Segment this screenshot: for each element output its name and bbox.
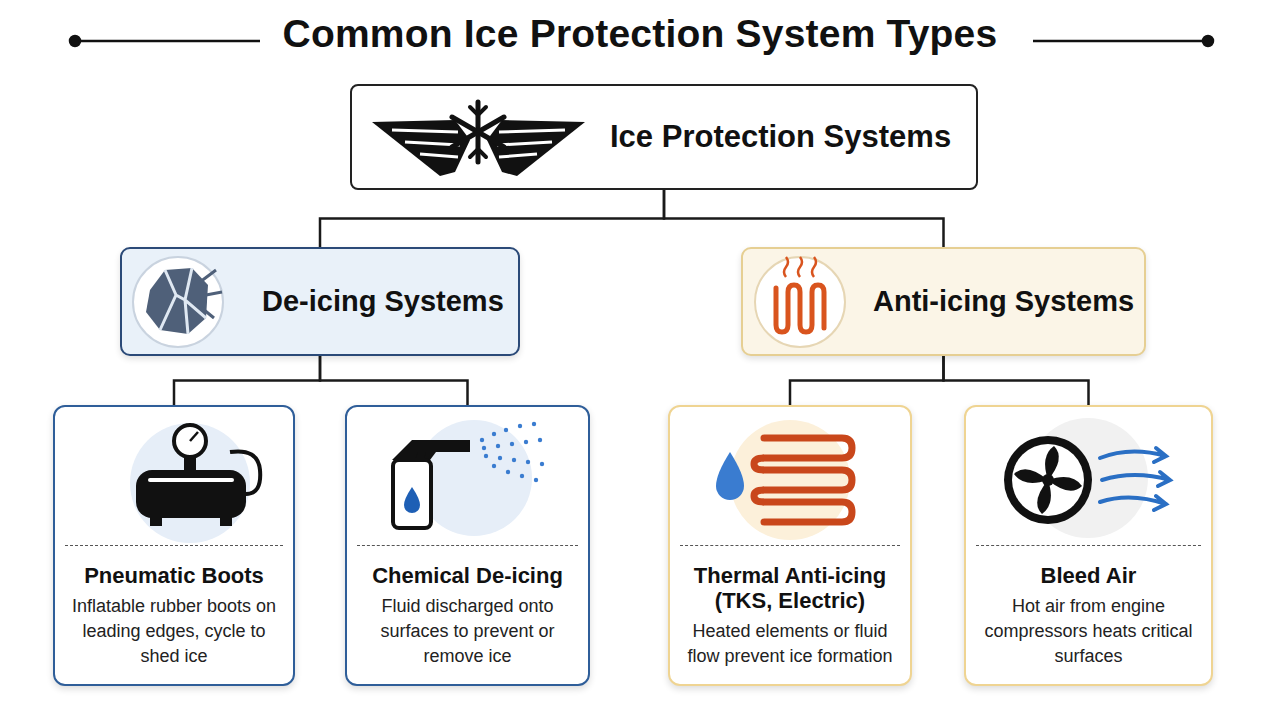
tree-connector bbox=[944, 356, 1089, 405]
category-box: De-icing Systems bbox=[120, 247, 520, 356]
card-heading: Bleed Air bbox=[976, 563, 1201, 588]
system-card: Chemical De-icingFluid discharged onto s… bbox=[345, 405, 590, 686]
system-card: Bleed AirHot air from engine compressors… bbox=[964, 405, 1213, 686]
tree-connector bbox=[320, 190, 664, 247]
root-box: Ice Protection Systems bbox=[350, 84, 978, 190]
tree-connector bbox=[320, 356, 468, 405]
system-card: Thermal Anti-icing (TKS, Electric) Heated… bbox=[668, 405, 912, 686]
card-heading: Thermal Anti-icing (TKS, Electric) bbox=[680, 563, 900, 613]
card-description: Hot air from engine compressors heats cr… bbox=[976, 594, 1201, 669]
card-heading: Pneumatic Boots bbox=[65, 563, 283, 588]
tree-connector bbox=[790, 356, 944, 405]
card-text: Bleed AirHot air from engine compressors… bbox=[976, 545, 1201, 669]
card-text: Pneumatic BootsInflatable rubber boots o… bbox=[65, 545, 283, 669]
category-box: Anti-icing Systems bbox=[741, 247, 1146, 356]
card-description: Heated elements or fluid flow prevent ic… bbox=[680, 619, 900, 669]
box-label: Anti-icing Systems bbox=[873, 285, 1134, 318]
card-description: Fluid discharged onto surfaces to preven… bbox=[357, 594, 578, 669]
diagram-title: Common Ice Protection System Types bbox=[0, 12, 1280, 56]
card-description: Inflatable rubber boots on leading edges… bbox=[65, 594, 283, 669]
box-label: Ice Protection Systems bbox=[610, 119, 951, 155]
card-heading: Chemical De-icing bbox=[357, 563, 578, 588]
card-text: Chemical De-icingFluid discharged onto s… bbox=[357, 545, 578, 669]
tree-connector bbox=[664, 190, 944, 247]
box-label: De-icing Systems bbox=[262, 285, 504, 318]
card-text: Thermal Anti-icing (TKS, Electric) Heated… bbox=[680, 545, 900, 669]
system-card: Pneumatic BootsInflatable rubber boots o… bbox=[53, 405, 295, 686]
tree-connector bbox=[174, 356, 320, 405]
